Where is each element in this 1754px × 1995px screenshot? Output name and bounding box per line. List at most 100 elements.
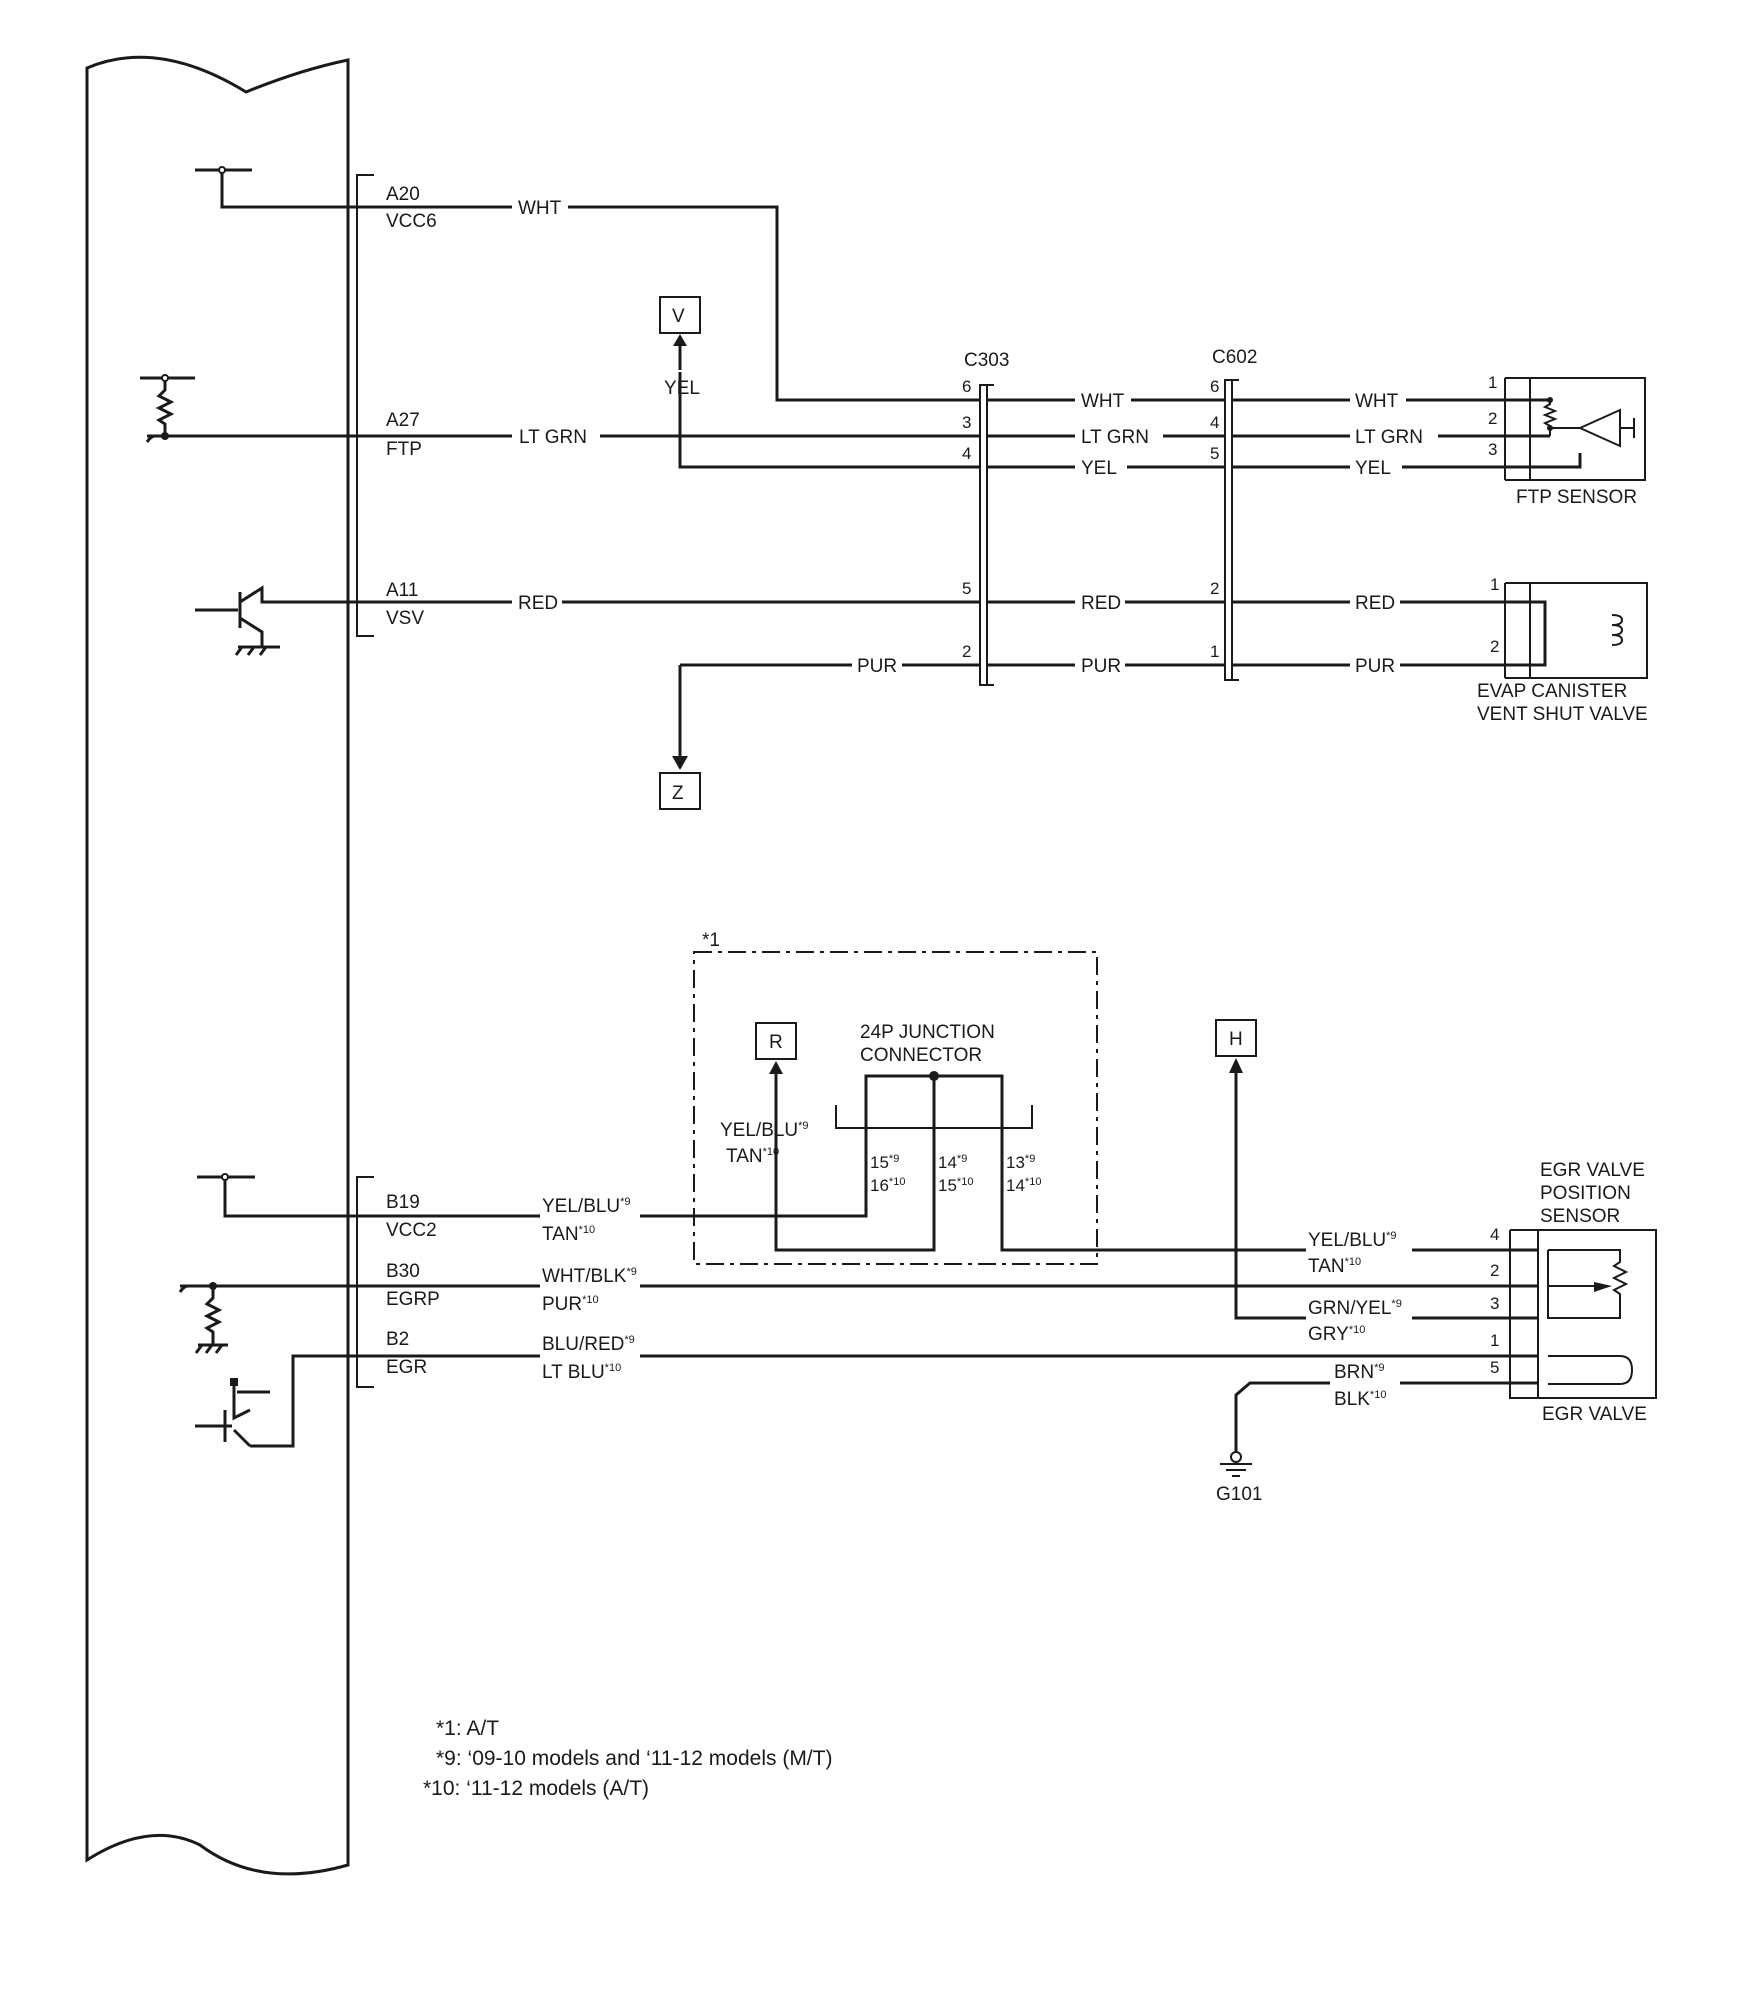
internal-vcc2-supply xyxy=(197,1173,348,1218)
c602-pin-4: 4 xyxy=(1210,413,1219,432)
label-red-1: RED xyxy=(518,593,558,614)
internal-ftp-pullup xyxy=(140,374,348,443)
label-pur-1: PUR xyxy=(857,656,897,677)
ecm-body xyxy=(85,55,350,1876)
evap-vent-valve: 1 2 EVAP CANISTER VENT SHUT VALVE xyxy=(1477,575,1648,725)
label-b19-a: YEL/BLU*9 xyxy=(542,1196,631,1217)
c303-pin-2: 2 xyxy=(962,642,971,661)
at-only-box xyxy=(693,951,1098,1265)
label-egr5-a: BRN*9 xyxy=(1334,1362,1385,1383)
c303-pin-3: 3 xyxy=(962,413,971,432)
ecm-pin-b2: B2 xyxy=(386,1329,409,1350)
ref-v-label: V xyxy=(672,306,685,327)
ecm-pin-a20: A20 xyxy=(386,184,420,205)
junction-name-line2: CONNECTOR xyxy=(860,1045,982,1066)
egr-sensor-name-line2: POSITION xyxy=(1540,1183,1631,1204)
label-pur-3: PUR xyxy=(1355,656,1395,677)
footnote-9: *9: ‘09-10 models and ‘11-12 models (M/T… xyxy=(436,1747,832,1770)
ref-h: H xyxy=(1215,1019,1257,1073)
ftp-sensor: 1 2 3 FTP SENSOR xyxy=(1488,373,1646,508)
c303-pin-6: 6 xyxy=(962,377,971,396)
egr-pin-5: 5 xyxy=(1490,1358,1499,1377)
egr-valve-assembly: EGR VALVE POSITION SENSOR 4 2 3 1 5 EGR … xyxy=(1490,1160,1657,1425)
label-b2-a: BLU/RED*9 xyxy=(542,1334,635,1355)
ref-z: Z xyxy=(659,756,701,810)
label-yel-3: YEL xyxy=(1355,458,1391,479)
wire-labels-lower: YEL/BLU*9 TAN*10 WHT/BLK*9 PUR*10 BLU/RE… xyxy=(540,1194,1412,1413)
connector-c602: C602 6 4 5 2 1 xyxy=(1210,347,1257,681)
egr-sensor-name-line3: SENSOR xyxy=(1540,1206,1620,1227)
ecm-signal-egr: EGR xyxy=(386,1357,427,1378)
ecm-pin-b19: B19 xyxy=(386,1192,420,1213)
egr-pin-4: 4 xyxy=(1490,1225,1499,1244)
wire-r-branch xyxy=(774,1074,936,1252)
ecm-pin-a27: A27 xyxy=(386,410,420,431)
ref-h-label: H xyxy=(1229,1029,1243,1050)
connector-c303: C303 6 3 4 5 2 xyxy=(962,350,1009,686)
c303-pin-4: 4 xyxy=(962,444,971,463)
label-wht-3: WHT xyxy=(1355,391,1399,412)
evap-pin-2: 2 xyxy=(1490,637,1499,656)
ref-v-wire-yel: YEL xyxy=(664,378,700,399)
wire-wht-a20 xyxy=(348,205,980,402)
label-wht-1: WHT xyxy=(518,198,562,219)
evap-pin-1: 1 xyxy=(1490,575,1499,594)
footnote-10: *10: ‘11-12 models (A/T) xyxy=(423,1777,649,1800)
ecm-connector-b xyxy=(356,1176,374,1388)
ftp-pin-1: 1 xyxy=(1488,373,1497,392)
label-b19-b: TAN*10 xyxy=(542,1224,595,1245)
egr-pin-1: 1 xyxy=(1490,1331,1499,1350)
label-egr3-a: GRN/YEL*9 xyxy=(1308,1298,1402,1319)
footnotes: *1: A/T *9: ‘09-10 models and ‘11-12 mod… xyxy=(423,1717,832,1800)
wire-b19 xyxy=(348,1128,868,1218)
wire-labels-upper: WHT LT GRN RED PUR WHT LT GRN YEL RED PU… xyxy=(512,195,1438,677)
c602-name: C602 xyxy=(1212,347,1257,368)
junction-pin-2a: 14*9 xyxy=(938,1153,967,1172)
evap-name-line1: EVAP CANISTER xyxy=(1477,681,1627,702)
ref-r: R YEL/BLU*9 TAN*10 xyxy=(720,1022,809,1167)
label-egr3-b: GRY*10 xyxy=(1308,1324,1365,1345)
internal-egr-transistor xyxy=(195,1354,348,1448)
label-yel-2: YEL xyxy=(1081,458,1117,479)
label-b2-b: LT BLU*10 xyxy=(542,1362,621,1383)
label-ltgrn-1: LT GRN xyxy=(519,427,587,448)
junction-pin-3b: 14*10 xyxy=(1006,1176,1041,1195)
at-only-box-label: *1 xyxy=(702,930,720,951)
ecm-pin-b30: B30 xyxy=(386,1261,420,1282)
ground-g101: G101 xyxy=(1216,1451,1262,1505)
ref-r-wire-a: YEL/BLU*9 xyxy=(720,1120,809,1141)
ref-z-label: Z xyxy=(672,783,684,804)
ecm-signal-vcc2: VCC2 xyxy=(386,1220,437,1241)
label-wht-2: WHT xyxy=(1081,391,1125,412)
junction-connector-24p: 24P JUNCTION CONNECTOR 15*9 16*10 14*9 1… xyxy=(835,1022,1041,1195)
wire-egr-pin3 xyxy=(1234,1073,1510,1320)
ftp-sensor-name: FTP SENSOR xyxy=(1516,487,1637,508)
ecm-signal-ftp: FTP xyxy=(386,439,422,460)
egr-pin-3: 3 xyxy=(1490,1294,1499,1313)
internal-egrp-pulldown xyxy=(178,1282,348,1354)
ecm-pin-a11: A11 xyxy=(386,580,418,601)
junction-pin-3a: 13*9 xyxy=(1006,1153,1035,1172)
egr-valve-name: EGR VALVE xyxy=(1542,1404,1647,1425)
label-egr4-b: TAN*10 xyxy=(1308,1256,1361,1277)
c602-pin-2: 2 xyxy=(1210,579,1219,598)
ecm-signal-egrp: EGRP xyxy=(386,1289,440,1310)
label-b30-a: WHT/BLK*9 xyxy=(542,1266,637,1287)
internal-vcc6-supply xyxy=(195,166,348,209)
label-ltgrn-2: LT GRN xyxy=(1081,427,1149,448)
egr-pin-2: 2 xyxy=(1490,1261,1499,1280)
junction-pin-1b: 16*10 xyxy=(870,1176,905,1195)
label-pur-2: PUR xyxy=(1081,656,1121,677)
label-ltgrn-3: LT GRN xyxy=(1355,427,1423,448)
label-b30-b: PUR*10 xyxy=(542,1294,599,1315)
c602-pin-1: 1 xyxy=(1210,642,1219,661)
wire-pur xyxy=(678,663,1505,768)
label-egr4-a: YEL/BLU*9 xyxy=(1308,1230,1397,1251)
junction-pin-2b: 15*10 xyxy=(938,1176,973,1195)
ground-label: G101 xyxy=(1216,1484,1262,1505)
c303-name: C303 xyxy=(964,350,1009,371)
ecm-connector-a xyxy=(356,174,374,637)
c602-pin-6: 6 xyxy=(1210,377,1219,396)
egr-sensor-name-line1: EGR VALVE xyxy=(1540,1160,1645,1181)
c602-pin-5: 5 xyxy=(1210,444,1219,463)
